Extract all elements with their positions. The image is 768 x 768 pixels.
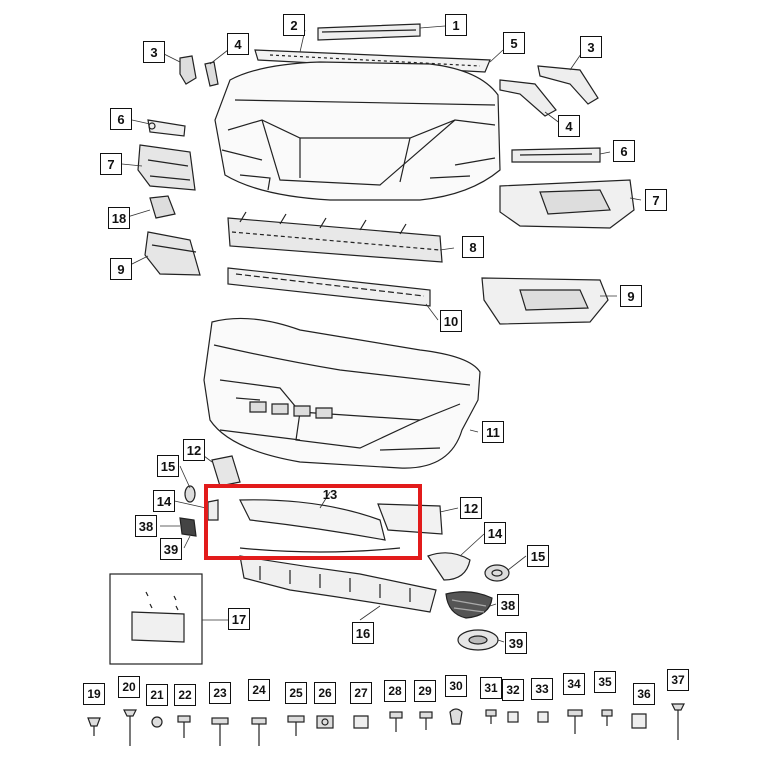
part-38-right-grille xyxy=(445,591,493,619)
callout-14-right: 14 xyxy=(484,522,506,544)
callout-39-right: 39 xyxy=(505,632,527,654)
part-14-right-piece xyxy=(427,552,471,581)
fastener-27 xyxy=(353,715,369,729)
fastener-row xyxy=(87,703,685,746)
fastener-label-32: 32 xyxy=(502,679,524,701)
callout-10: 10 xyxy=(440,310,462,332)
callout-12-right: 12 xyxy=(460,497,482,519)
fastener-label-25: 25 xyxy=(285,682,307,704)
fastener-label-28: 28 xyxy=(384,680,406,702)
callout-1: 1 xyxy=(445,14,467,36)
fastener-32 xyxy=(507,711,519,723)
part-38-left-grille xyxy=(179,517,197,537)
callout-2: 2 xyxy=(283,14,305,36)
part-15-left-ring xyxy=(184,485,196,503)
part-4-left-bracket xyxy=(204,61,219,87)
fastener-25 xyxy=(287,715,305,736)
part-11-front-fascia xyxy=(203,317,481,469)
fastener-19 xyxy=(87,717,101,736)
callout-5: 5 xyxy=(503,32,525,54)
fastener-label-31: 31 xyxy=(480,677,502,699)
part-3-left-bracket xyxy=(179,55,197,85)
part-3-right-bracket xyxy=(537,65,599,105)
callout-7-left: 7 xyxy=(100,153,122,175)
callout-15-right: 15 xyxy=(527,545,549,567)
part-12-left-cover xyxy=(211,455,241,487)
part-6-right-bracket xyxy=(511,147,601,163)
fastener-33 xyxy=(537,711,549,723)
callout-11: 11 xyxy=(482,421,504,443)
fastener-label-27: 27 xyxy=(350,682,372,704)
part-8-energy-absorber xyxy=(227,211,443,263)
callout-6-right: 6 xyxy=(613,140,635,162)
fastener-28 xyxy=(389,711,403,732)
part-39-right-ring xyxy=(457,629,499,651)
part-17-license-bracket xyxy=(109,573,203,665)
fastener-22 xyxy=(177,715,191,738)
part-5-upper-fascia xyxy=(214,61,501,201)
fastener-label-26: 26 xyxy=(314,682,336,704)
callout-8: 8 xyxy=(462,236,484,258)
callout-6-left: 6 xyxy=(110,108,132,130)
part-16-lower-valance xyxy=(239,555,437,613)
part-10-reinforcement xyxy=(227,267,431,307)
part-18-bracket xyxy=(149,195,176,219)
fastener-34 xyxy=(567,709,583,734)
fastener-36 xyxy=(631,713,647,729)
fastener-21 xyxy=(151,716,163,728)
part-7-left-bracket xyxy=(137,144,196,191)
fastener-label-20: 20 xyxy=(118,676,140,698)
fastener-label-34: 34 xyxy=(563,673,585,695)
fastener-30 xyxy=(449,708,463,725)
fastener-31 xyxy=(485,709,497,724)
callout-3-right: 3 xyxy=(580,36,602,58)
fastener-26 xyxy=(316,715,334,729)
callout-7-right: 7 xyxy=(645,189,667,211)
callout-39-left: 39 xyxy=(160,538,182,560)
fastener-23 xyxy=(211,717,229,746)
callout-16: 16 xyxy=(352,622,374,644)
fastener-label-22: 22 xyxy=(174,684,196,706)
part-4-right-bracket xyxy=(499,79,557,117)
callout-18: 18 xyxy=(108,207,130,229)
callout-15-left: 15 xyxy=(157,455,179,477)
part-13-lower-trim xyxy=(239,499,401,553)
callout-4-right: 4 xyxy=(558,115,580,137)
callout-12-left: 12 xyxy=(183,439,205,461)
part-6-left-bracket xyxy=(147,119,186,137)
fastener-label-30: 30 xyxy=(445,675,467,697)
fastener-24 xyxy=(251,717,267,746)
fastener-29 xyxy=(419,711,433,730)
fastener-label-24: 24 xyxy=(248,679,270,701)
callout-38-left: 38 xyxy=(135,515,157,537)
callout-4-left: 4 xyxy=(227,33,249,55)
part-1-upper-trim xyxy=(317,23,421,41)
callout-3-left: 3 xyxy=(143,41,165,63)
part-9-right-support xyxy=(481,277,609,325)
part-9-left-support xyxy=(144,231,201,276)
fastener-label-36: 36 xyxy=(633,683,655,705)
callout-17: 17 xyxy=(228,608,250,630)
fastener-label-23: 23 xyxy=(209,682,231,704)
highlight-box xyxy=(204,484,422,560)
callout-9-right: 9 xyxy=(620,285,642,307)
fastener-35 xyxy=(601,709,613,726)
callout-38-right: 38 xyxy=(497,594,519,616)
part-15-right-ring xyxy=(484,564,510,582)
fastener-label-33: 33 xyxy=(531,678,553,700)
part-14-left-piece xyxy=(207,499,219,521)
fastener-label-35: 35 xyxy=(594,671,616,693)
part-7-right-grille xyxy=(499,179,635,229)
fastener-label-21: 21 xyxy=(146,684,168,706)
fastener-label-37: 37 xyxy=(667,669,689,691)
fastener-20 xyxy=(123,709,137,746)
callout-9-left: 9 xyxy=(110,258,132,280)
callout-13: 13 xyxy=(322,486,338,502)
fastener-label-29: 29 xyxy=(414,680,436,702)
fastener-37 xyxy=(671,703,685,740)
fastener-label-19: 19 xyxy=(83,683,105,705)
callout-14-left: 14 xyxy=(153,490,175,512)
